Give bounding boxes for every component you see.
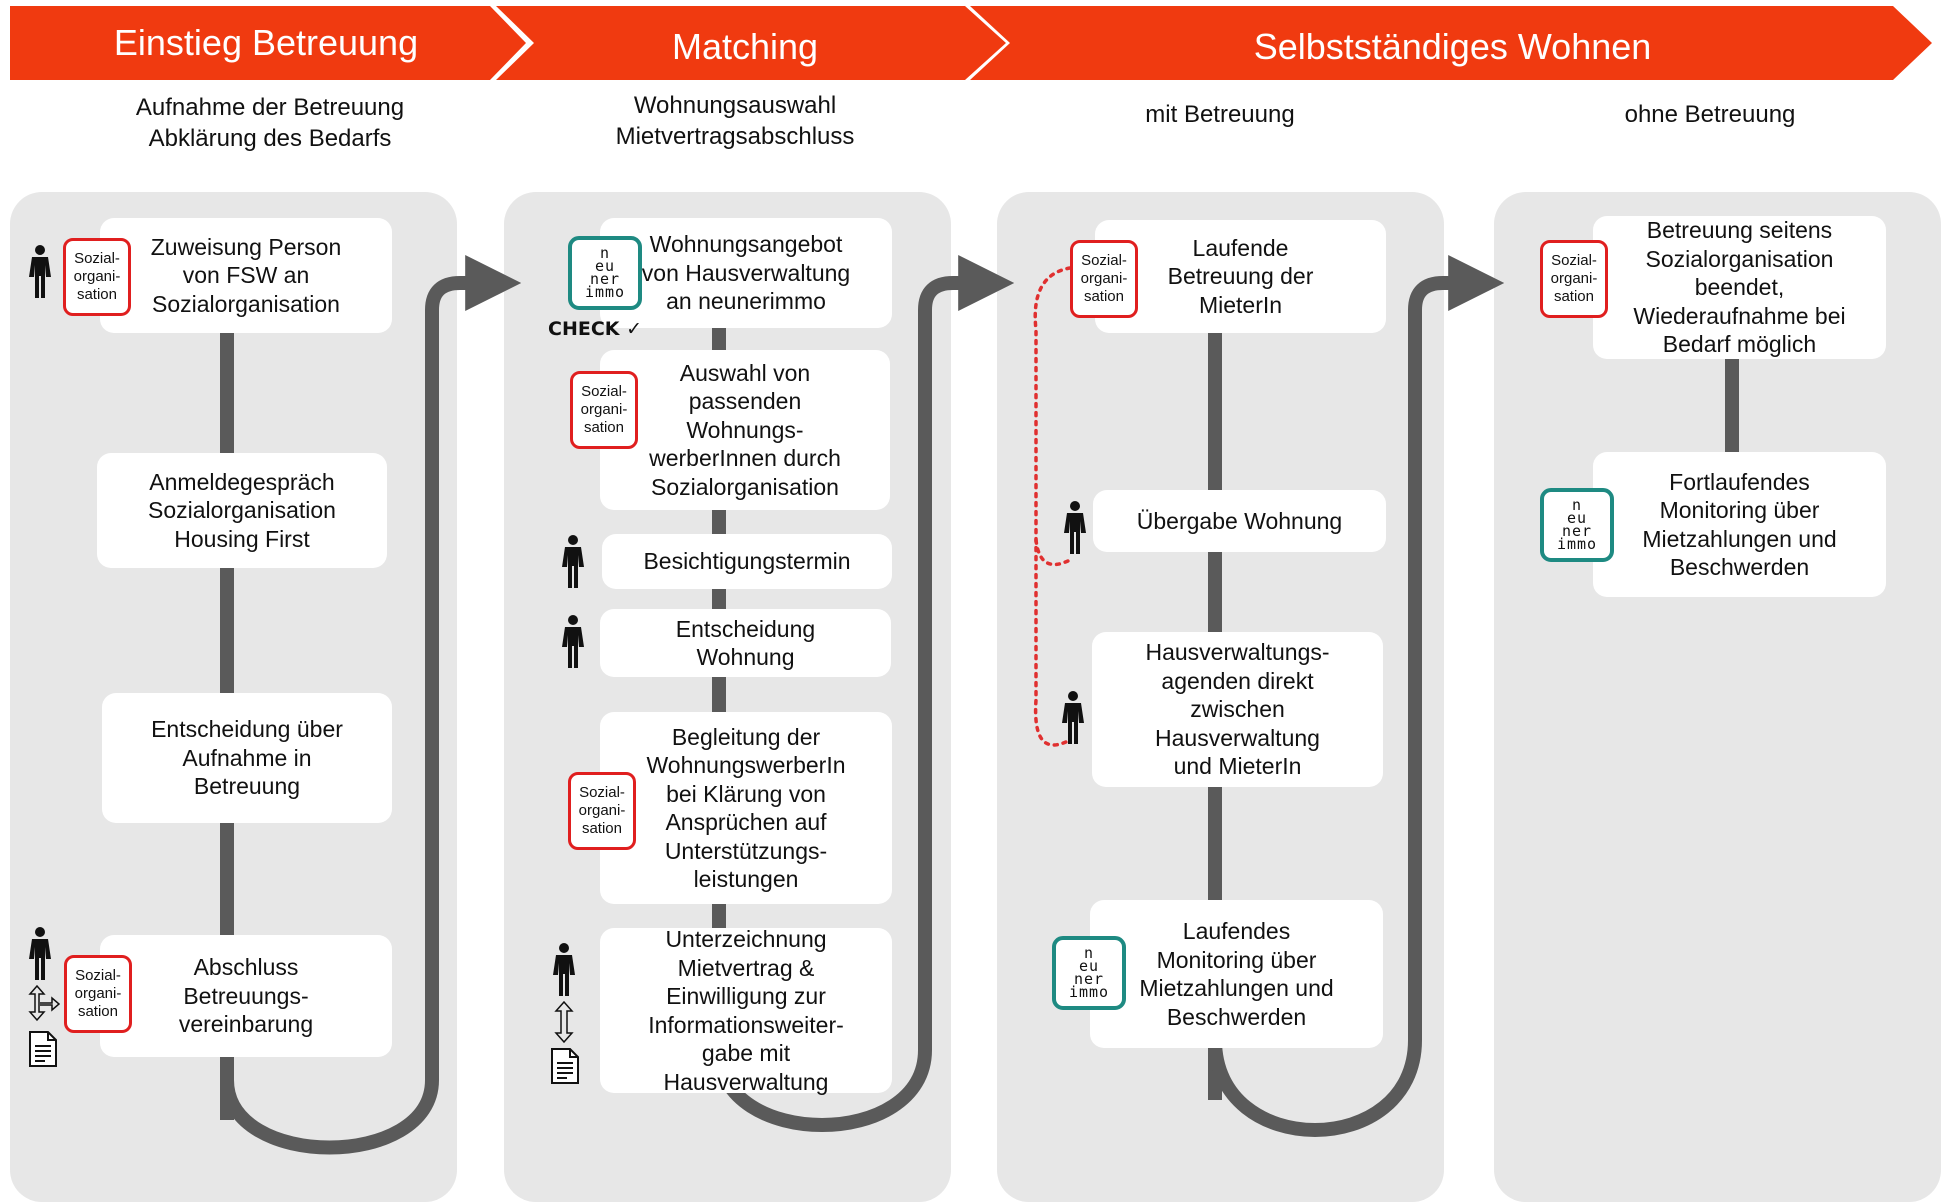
- step-begleitung: Begleitung der WohnungswerberIn bei Klär…: [600, 712, 892, 904]
- connector-ohne: [1725, 350, 1739, 460]
- document-icon: [29, 1031, 57, 1067]
- neunerimmo-badge: n eu ner immo: [1540, 488, 1614, 562]
- person-icon: [1062, 691, 1084, 744]
- document-icon: [551, 1048, 579, 1084]
- flow-arrow-einstieg-to-matching: [220, 255, 522, 1155]
- step-wohnungsangebot: Wohnungsangebot von Hausverwaltung an ne…: [600, 218, 892, 328]
- subheading-matching: Wohnungsauswahl Mietvertragsabschluss: [615, 92, 855, 150]
- step-entscheidung-aufnahme: Entscheidung über Aufnahme in Betreuung: [102, 693, 392, 823]
- phase-chevron-matching: [496, 6, 1006, 80]
- step-laufende-betreuung: Laufende Betreuung der MieterIn: [1095, 220, 1386, 333]
- step-besichtigungstermin: Besichtigungstermin: [602, 534, 892, 589]
- step-entscheidung-wohnung: Entscheidung Wohnung: [600, 609, 891, 677]
- dotted-link-betreuung: [1033, 266, 1072, 747]
- sozialorganisation-badge: Sozial- organi- sation: [63, 238, 131, 316]
- flow-arrow-mit-to-ohne: [1208, 255, 1505, 1137]
- sozialorganisation-badge: Sozial- organi- sation: [568, 772, 636, 850]
- sozialorganisation-badge: Sozial- organi- sation: [1070, 240, 1138, 318]
- phase-chevron-wohnen: [970, 6, 1932, 80]
- step-betreuung-beendet: Betreuung seitens Sozialorganisation bee…: [1593, 216, 1886, 359]
- sozialorganisation-badge: Sozial- organi- sation: [570, 371, 638, 449]
- subheading-ohne-betreuung: ohne Betreuung: [1624, 101, 1796, 128]
- phase-banner: [10, 6, 1932, 80]
- arrows-icon: [28, 984, 60, 1022]
- step-anmeldegespraech: Anmeldegespräch Sozialorganisation Housi…: [97, 453, 387, 568]
- panel-ohne-betreuung: [1494, 192, 1941, 1202]
- person-icon: [562, 615, 584, 668]
- person-icon: [553, 943, 575, 996]
- step-abschluss-vereinbarung: Abschluss Betreuungs- vereinbarung: [100, 935, 392, 1057]
- check-label: CHECK ✓: [548, 318, 643, 340]
- phase-title-wohnen: Selbstständiges Wohnen: [1253, 26, 1652, 67]
- step-fortlaufendes-monitoring: Fortlaufendes Monitoring über Mietzahlun…: [1593, 452, 1886, 597]
- sozialorganisation-badge: Sozial- organi- sation: [1540, 240, 1608, 318]
- person-icon: [562, 535, 584, 588]
- flow-arrow-matching-to-wohnen: [712, 255, 1015, 1132]
- dotted-link-uebergabe: [1034, 538, 1072, 567]
- phase-title-matching: Matching: [671, 26, 819, 67]
- up-down-arrow-icon: [554, 1000, 574, 1044]
- neunerimmo-badge: n eu ner immo: [1052, 936, 1126, 1010]
- subheading-mit-betreuung: mit Betreuung: [1145, 101, 1295, 128]
- person-icon: [1064, 501, 1086, 554]
- person-icon: [29, 927, 51, 980]
- subheading-einstieg: Aufnahme der Betreuung Abklärung des Bed…: [135, 94, 405, 152]
- step-zuweisung: Zuweisung Person von FSW an Sozialorgani…: [100, 218, 392, 333]
- step-laufendes-monitoring: Laufendes Monitoring über Mietzahlungen …: [1090, 900, 1383, 1048]
- check-mark-icon: ✓: [626, 318, 643, 340]
- sozialorganisation-badge: Sozial- organi- sation: [64, 955, 132, 1033]
- step-unterzeichnung-mietvertrag: Unterzeichnung Mietvertrag & Einwilligun…: [600, 926, 892, 1095]
- phase-chevron-einstieg: [10, 6, 526, 80]
- step-uebergabe-wohnung: Übergabe Wohnung: [1093, 490, 1386, 552]
- step-hausverwaltungsagenden: Hausverwaltungs- agenden direkt zwischen…: [1092, 632, 1383, 787]
- neunerimmo-badge: n eu ner immo: [568, 236, 642, 310]
- step-auswahl-wohnungswerber: Auswahl von passenden Wohnungs- werberIn…: [600, 350, 890, 510]
- person-icon: [29, 245, 51, 298]
- phase-title-einstieg: Einstieg Betreuung: [113, 22, 419, 63]
